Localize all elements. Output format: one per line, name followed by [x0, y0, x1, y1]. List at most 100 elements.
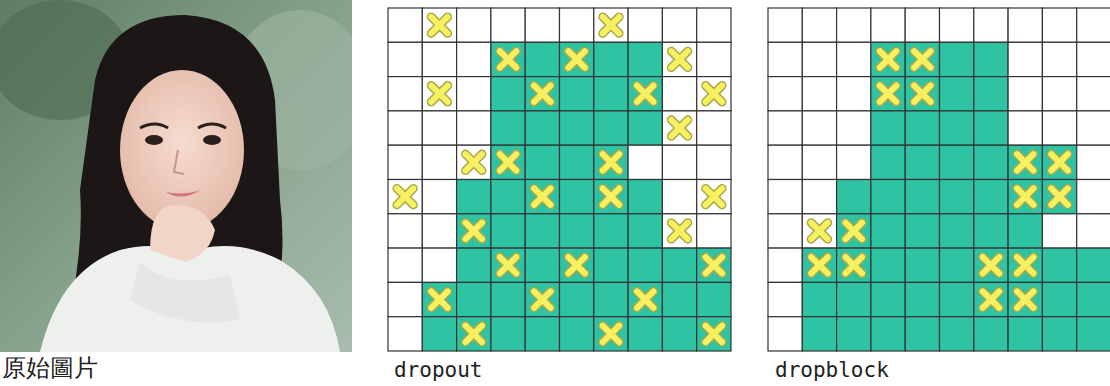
drop-mark — [914, 51, 930, 67]
grid-cell — [768, 111, 802, 145]
grid-cell — [905, 77, 939, 111]
grid-cell — [491, 145, 525, 179]
grid-cell — [422, 282, 456, 316]
grid-cell — [837, 282, 871, 316]
grid-cell — [802, 8, 836, 42]
grid-cell — [974, 8, 1008, 42]
grid-cell — [1008, 77, 1042, 111]
drop-mark — [914, 86, 930, 102]
grid-cell — [388, 214, 422, 248]
grid-cell — [974, 317, 1008, 351]
grid-cell — [1042, 282, 1076, 316]
grid-cell — [802, 77, 836, 111]
grid-cell — [940, 111, 974, 145]
drop-mark-outline — [671, 51, 687, 67]
drop-mark — [811, 257, 827, 273]
grid-cell — [1042, 111, 1076, 145]
grid-cell — [768, 248, 802, 282]
grid-cell — [768, 42, 802, 76]
grid-cell — [491, 77, 525, 111]
grid-cell — [662, 248, 696, 282]
drop-mark-outline — [431, 86, 447, 102]
grid-cell — [594, 8, 628, 42]
grid-cell — [560, 145, 594, 179]
drop-mark — [1017, 188, 1033, 204]
grid-cell — [662, 77, 696, 111]
drop-mark-outline — [846, 257, 862, 273]
grid-cell — [560, 180, 594, 214]
grid-cell — [697, 214, 731, 248]
grid-cell — [662, 8, 696, 42]
grid-cell — [1077, 42, 1110, 76]
grid-cell — [525, 180, 559, 214]
grid-cell — [1077, 180, 1110, 214]
drop-mark — [846, 223, 862, 239]
grid-cell — [837, 317, 871, 351]
drop-mark — [431, 17, 447, 33]
grid-cell — [388, 180, 422, 214]
grid-caption: dropout — [394, 358, 483, 383]
drop-mark-outline — [1017, 291, 1033, 307]
grid-caption: dropblock — [775, 358, 889, 383]
grid-cell — [662, 145, 696, 179]
grid-cell — [525, 42, 559, 76]
drop-mark-outline — [914, 86, 930, 102]
drop-mark — [534, 291, 550, 307]
drop-mark — [603, 188, 619, 204]
grid-cell — [905, 180, 939, 214]
grid-cell — [491, 8, 525, 42]
grid-cell — [662, 111, 696, 145]
grid-cell — [662, 180, 696, 214]
drop-mark — [603, 17, 619, 33]
grid-cell — [628, 145, 662, 179]
grid-cell — [837, 77, 871, 111]
grid-cell — [560, 248, 594, 282]
drop-mark-outline — [1017, 188, 1033, 204]
drop-mark — [534, 188, 550, 204]
drop-mark — [637, 291, 653, 307]
drop-mark — [466, 326, 482, 342]
grid-cell — [768, 317, 802, 351]
grid-cell — [697, 145, 731, 179]
grid-cell — [388, 317, 422, 351]
drop-mark-outline — [534, 86, 550, 102]
grid-cell — [628, 180, 662, 214]
drop-mark-outline — [431, 17, 447, 33]
drop-mark — [880, 86, 896, 102]
grid-cell — [905, 42, 939, 76]
grid-cell — [905, 317, 939, 351]
grid-cell — [457, 282, 491, 316]
drop-mark — [500, 257, 516, 273]
grid-cell — [525, 77, 559, 111]
grid-cell — [594, 145, 628, 179]
grid-cell — [628, 317, 662, 351]
grid-cell — [457, 214, 491, 248]
dropout-grid — [388, 8, 731, 351]
drop-mark — [637, 86, 653, 102]
grid-cell — [837, 180, 871, 214]
drop-mark-outline — [706, 188, 722, 204]
drop-mark — [983, 291, 999, 307]
grid-cell — [768, 77, 802, 111]
grid-cell — [1077, 111, 1110, 145]
drop-mark-outline — [603, 188, 619, 204]
grid-cell — [628, 248, 662, 282]
grid-cell — [940, 8, 974, 42]
grid-cell — [525, 145, 559, 179]
grid-cell — [1008, 282, 1042, 316]
grid-cell — [802, 111, 836, 145]
drop-mark — [431, 86, 447, 102]
grid-cell — [1008, 8, 1042, 42]
drop-mark — [1017, 257, 1033, 273]
grid-cell — [628, 111, 662, 145]
grid-cell — [697, 8, 731, 42]
grid-cell — [871, 111, 905, 145]
grid-cell — [388, 248, 422, 282]
drop-mark — [1017, 291, 1033, 307]
grid-cell — [491, 42, 525, 76]
drop-mark — [534, 86, 550, 102]
grid-cell — [422, 317, 456, 351]
drop-mark-outline — [500, 51, 516, 67]
drop-mark-outline — [1017, 154, 1033, 170]
